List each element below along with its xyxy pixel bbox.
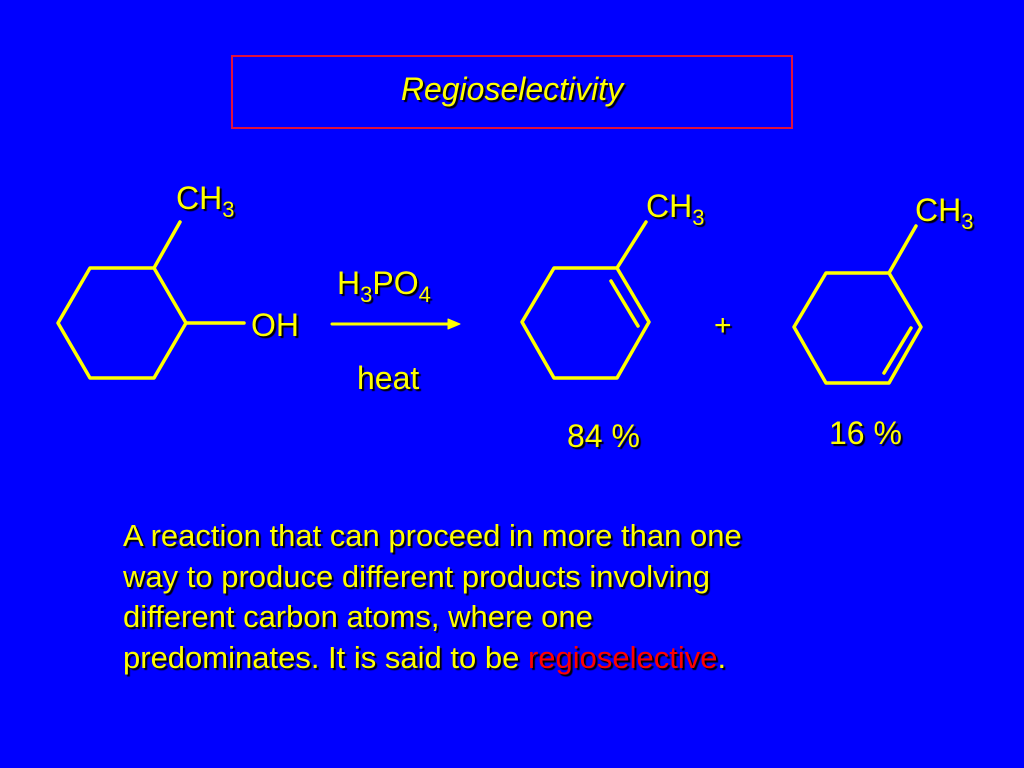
definition-line: way to produce different products involv… <box>123 558 711 594</box>
product-1-methyl-label: CH3 <box>646 188 705 230</box>
condition-label: heat <box>357 360 420 396</box>
title-box: Regioselectivity <box>231 55 793 129</box>
reaction-arrow-icon <box>330 318 461 330</box>
product-2-ring <box>792 224 923 385</box>
definition-line: predominates. It is said to be regiosele… <box>123 639 727 675</box>
product-1-yield: 84 % <box>567 418 640 454</box>
methyl-bond <box>152 220 182 270</box>
methyl-bond <box>615 220 648 270</box>
product-1-ring <box>520 220 651 380</box>
product-2-yield: 16 % <box>829 415 902 451</box>
reagent-label: H3PO4 <box>337 265 431 307</box>
product-2-methyl-label: CH3 <box>915 192 974 234</box>
double-bond <box>609 279 640 328</box>
slide-title: Regioselectivity <box>400 71 624 107</box>
definition-text: A reaction that can proceed in more than… <box>123 516 943 678</box>
highlight-term: regioselective <box>527 639 718 675</box>
reactant-ring <box>56 220 246 380</box>
double-bond <box>882 326 913 375</box>
methyl-bond <box>887 224 918 275</box>
definition-line: different carbon atoms, where one <box>123 599 593 634</box>
reactant-methyl-label: CH3 <box>176 180 235 222</box>
reactant-hydroxyl-label: OH <box>251 307 299 343</box>
definition-line: A reaction that can proceed in more than… <box>123 518 742 553</box>
plus-sign: + <box>714 309 732 342</box>
